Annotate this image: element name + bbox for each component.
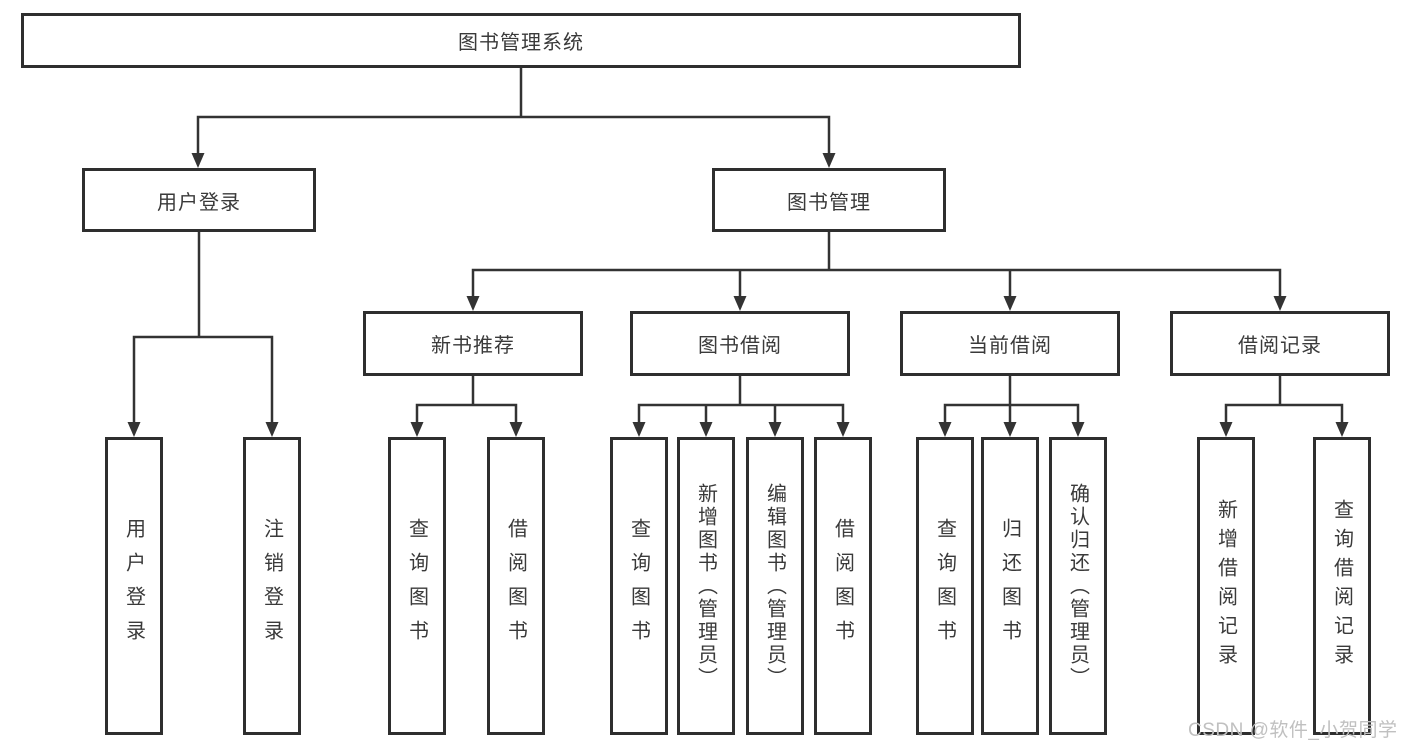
watermark-text: CSDN @软件_小贺同学 — [1188, 720, 1398, 741]
leaf-user-login-label: 用户登录 — [122, 518, 145, 654]
leaf-query-books-borrow-label: 查询图书 — [627, 518, 650, 654]
leaf-confirm-return-admin-label: 确认归还（管理员） — [1066, 482, 1089, 690]
leaf-add-books-admin-label: 新增图书（管理员） — [694, 482, 717, 690]
leaf-borrow-books: 借阅图书 — [814, 437, 872, 735]
arrowhead-icons — [127, 153, 1349, 437]
node-new-book-recommend-label: 新书推荐 — [431, 335, 515, 357]
node-current-borrow: 当前借阅 — [900, 311, 1120, 376]
node-borrow-records-label: 借阅记录 — [1238, 335, 1322, 357]
leaf-confirm-return-admin: 确认归还（管理员） — [1049, 437, 1107, 735]
node-book-borrow-label: 图书借阅 — [698, 335, 782, 357]
leaf-logout-label: 注销登录 — [260, 518, 283, 654]
leaf-edit-books-admin-label: 编辑图书（管理员） — [763, 482, 786, 690]
node-user-login: 用户登录 — [82, 168, 316, 232]
leaf-add-borrow-record-label: 新增借阅记录 — [1214, 499, 1237, 673]
node-root-label: 图书管理系统 — [458, 32, 584, 54]
leaf-add-borrow-record: 新增借阅记录 — [1197, 437, 1255, 735]
node-user-login-label: 用户登录 — [157, 191, 241, 214]
leaf-borrow-books-label: 借阅图书 — [831, 518, 854, 654]
leaf-add-books-admin: 新增图书（管理员） — [677, 437, 735, 735]
leaf-query-books-borrow: 查询图书 — [610, 437, 668, 735]
leaf-borrow-books-recommend: 借阅图书 — [487, 437, 545, 735]
leaf-logout: 注销登录 — [243, 437, 301, 735]
leaf-borrow-books-recommend-label: 借阅图书 — [504, 518, 527, 654]
leaf-user-login: 用户登录 — [105, 437, 163, 735]
leaf-query-books-current: 查询图书 — [916, 437, 974, 735]
node-new-book-recommend: 新书推荐 — [363, 311, 583, 376]
connector-path — [132, 68, 1344, 434]
leaf-return-books-label: 归还图书 — [998, 518, 1021, 654]
node-current-borrow-label: 当前借阅 — [968, 335, 1052, 357]
node-book-management: 图书管理 — [712, 168, 946, 232]
node-borrow-records: 借阅记录 — [1170, 311, 1390, 376]
leaf-query-books-recommend: 查询图书 — [388, 437, 446, 735]
node-book-borrow: 图书借阅 — [630, 311, 850, 376]
node-root-system: 图书管理系统 — [21, 13, 1021, 68]
leaf-query-books-current-label: 查询图书 — [933, 518, 956, 654]
leaf-edit-books-admin: 编辑图书（管理员） — [746, 437, 804, 735]
leaf-return-books: 归还图书 — [981, 437, 1039, 735]
node-book-management-label: 图书管理 — [787, 191, 871, 214]
leaf-query-borrow-record: 查询借阅记录 — [1313, 437, 1371, 735]
leaf-query-books-recommend-label: 查询图书 — [405, 518, 428, 654]
leaf-query-borrow-record-label: 查询借阅记录 — [1330, 499, 1353, 673]
